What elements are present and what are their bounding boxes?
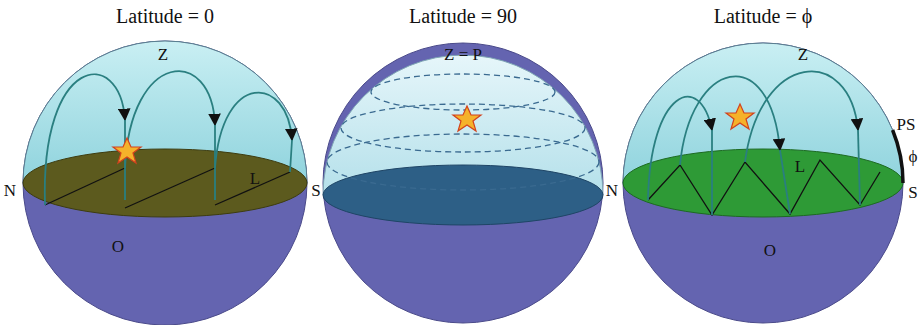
latitude-heading: Latitude = 90: [409, 6, 517, 26]
sphere-equator: [23, 41, 307, 325]
north-label: N: [4, 182, 16, 199]
south-label: S: [311, 182, 320, 199]
point-label: L: [795, 158, 805, 175]
origin-label: O: [764, 242, 776, 259]
latitude-angle-label: ϕ: [909, 148, 918, 165]
sphere-pole: [323, 43, 603, 323]
zenith-label: Z: [158, 46, 168, 63]
latitude-heading: Latitude = 0: [116, 6, 214, 26]
south-label: S: [908, 184, 917, 201]
zenith-pole-label: Z = P: [444, 46, 482, 63]
north-label: N: [606, 182, 618, 199]
latitude-heading: Latitude = ϕ: [714, 6, 812, 26]
pole-star-label: PS: [897, 116, 916, 133]
sphere-latitude: [623, 43, 903, 323]
origin-label: O: [112, 238, 124, 255]
zenith-label: Z: [798, 46, 808, 63]
point-label: L: [250, 170, 260, 187]
